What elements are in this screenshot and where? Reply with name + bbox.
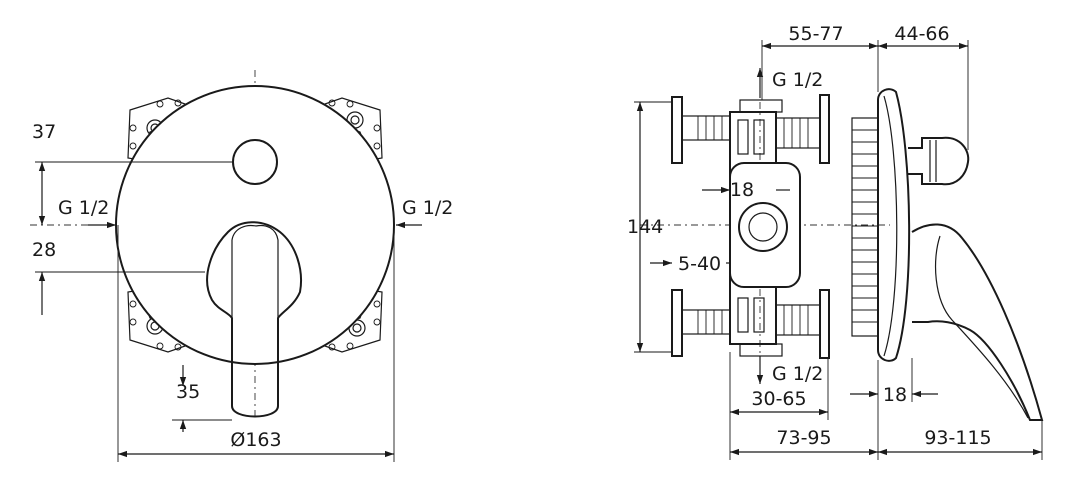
dim-35-label: 35 bbox=[176, 381, 200, 403]
stop-plate-bottom bbox=[671, 289, 683, 357]
front-view: 37 28 G 1/2 G 1/2 35 Ø163 bbox=[30, 70, 453, 462]
dim-28-label: 28 bbox=[32, 239, 56, 261]
cartridge-housing bbox=[729, 162, 801, 288]
dim-diameter-label: Ø163 bbox=[230, 429, 281, 451]
cover-plate-profile bbox=[877, 88, 911, 362]
lever-handle-profile bbox=[911, 223, 1044, 421]
dim-18-body-label: 18 bbox=[730, 179, 754, 201]
diverter-knob bbox=[232, 139, 278, 185]
inlet-right-label: G 1/2 bbox=[402, 197, 453, 219]
dim-73-95-label: 73-95 bbox=[776, 427, 831, 449]
side-view: 55-77 44-66 G 1/2 G 1/2 18 144 5-40 18 3… bbox=[627, 23, 1044, 460]
dim-5-40-label: 5-40 bbox=[678, 253, 721, 275]
outlet-top-label: G 1/2 bbox=[772, 69, 823, 91]
cover-plate bbox=[115, 85, 395, 365]
inlet-left-label: G 1/2 bbox=[58, 197, 109, 219]
lever-handle bbox=[206, 221, 302, 418]
dim-93-115-label: 93-115 bbox=[924, 427, 991, 449]
diverter-knob-profile bbox=[908, 136, 970, 186]
dim-30-65-label: 30-65 bbox=[751, 388, 806, 410]
outlet-bottom-label: G 1/2 bbox=[772, 363, 823, 385]
dim-55-77-label: 55-77 bbox=[788, 23, 843, 45]
dim-144-label: 144 bbox=[627, 216, 663, 238]
dim-44-66-label: 44-66 bbox=[894, 23, 949, 45]
dim-18-plate-label: 18 bbox=[883, 384, 907, 406]
thread-sleeve bbox=[851, 117, 879, 337]
stop-plate-top bbox=[671, 96, 683, 164]
dim-37-label: 37 bbox=[32, 121, 56, 143]
